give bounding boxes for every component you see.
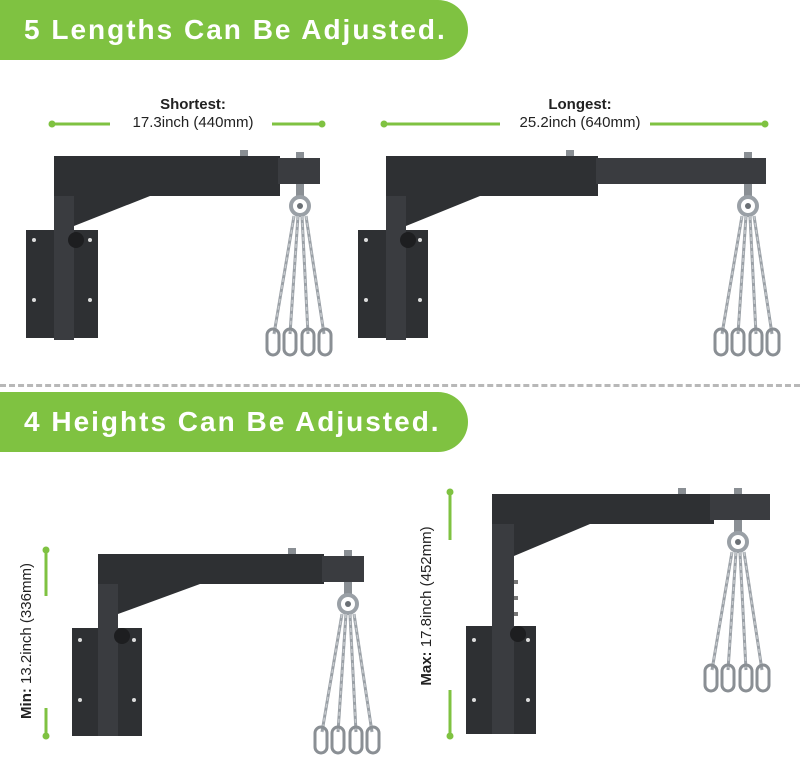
bracket-longest	[358, 150, 781, 357]
shortest-label: Shortest:	[160, 96, 226, 113]
shortest-dimension-line	[48, 120, 326, 128]
longest-label: Longest:	[548, 96, 612, 113]
banner-title-heights: 4 Heights Can Be Adjusted.	[24, 406, 441, 437]
shortest-dimension-label: Shortest: 17.3inch (440mm)	[100, 96, 286, 132]
section-divider	[0, 384, 800, 387]
longest-value: 25.2inch (640mm)	[519, 114, 641, 131]
banner-title-lengths: 5 Lengths Can Be Adjusted.	[24, 14, 447, 45]
max-dimension-line	[446, 488, 454, 740]
section-banner-lengths: 5 Lengths Can Be Adjusted.	[0, 0, 468, 60]
min-dimension-line	[42, 546, 50, 740]
longest-dimension-label: Longest: 25.2inch (640mm)	[490, 96, 670, 132]
section-banner-heights: 4 Heights Can Be Adjusted.	[0, 392, 468, 452]
shortest-value: 17.3inch (440mm)	[132, 114, 254, 131]
bracket-max-height	[466, 488, 771, 734]
longest-dimension-line	[380, 120, 769, 128]
bracket-shortest	[26, 150, 333, 357]
bracket-min-height	[72, 548, 381, 755]
